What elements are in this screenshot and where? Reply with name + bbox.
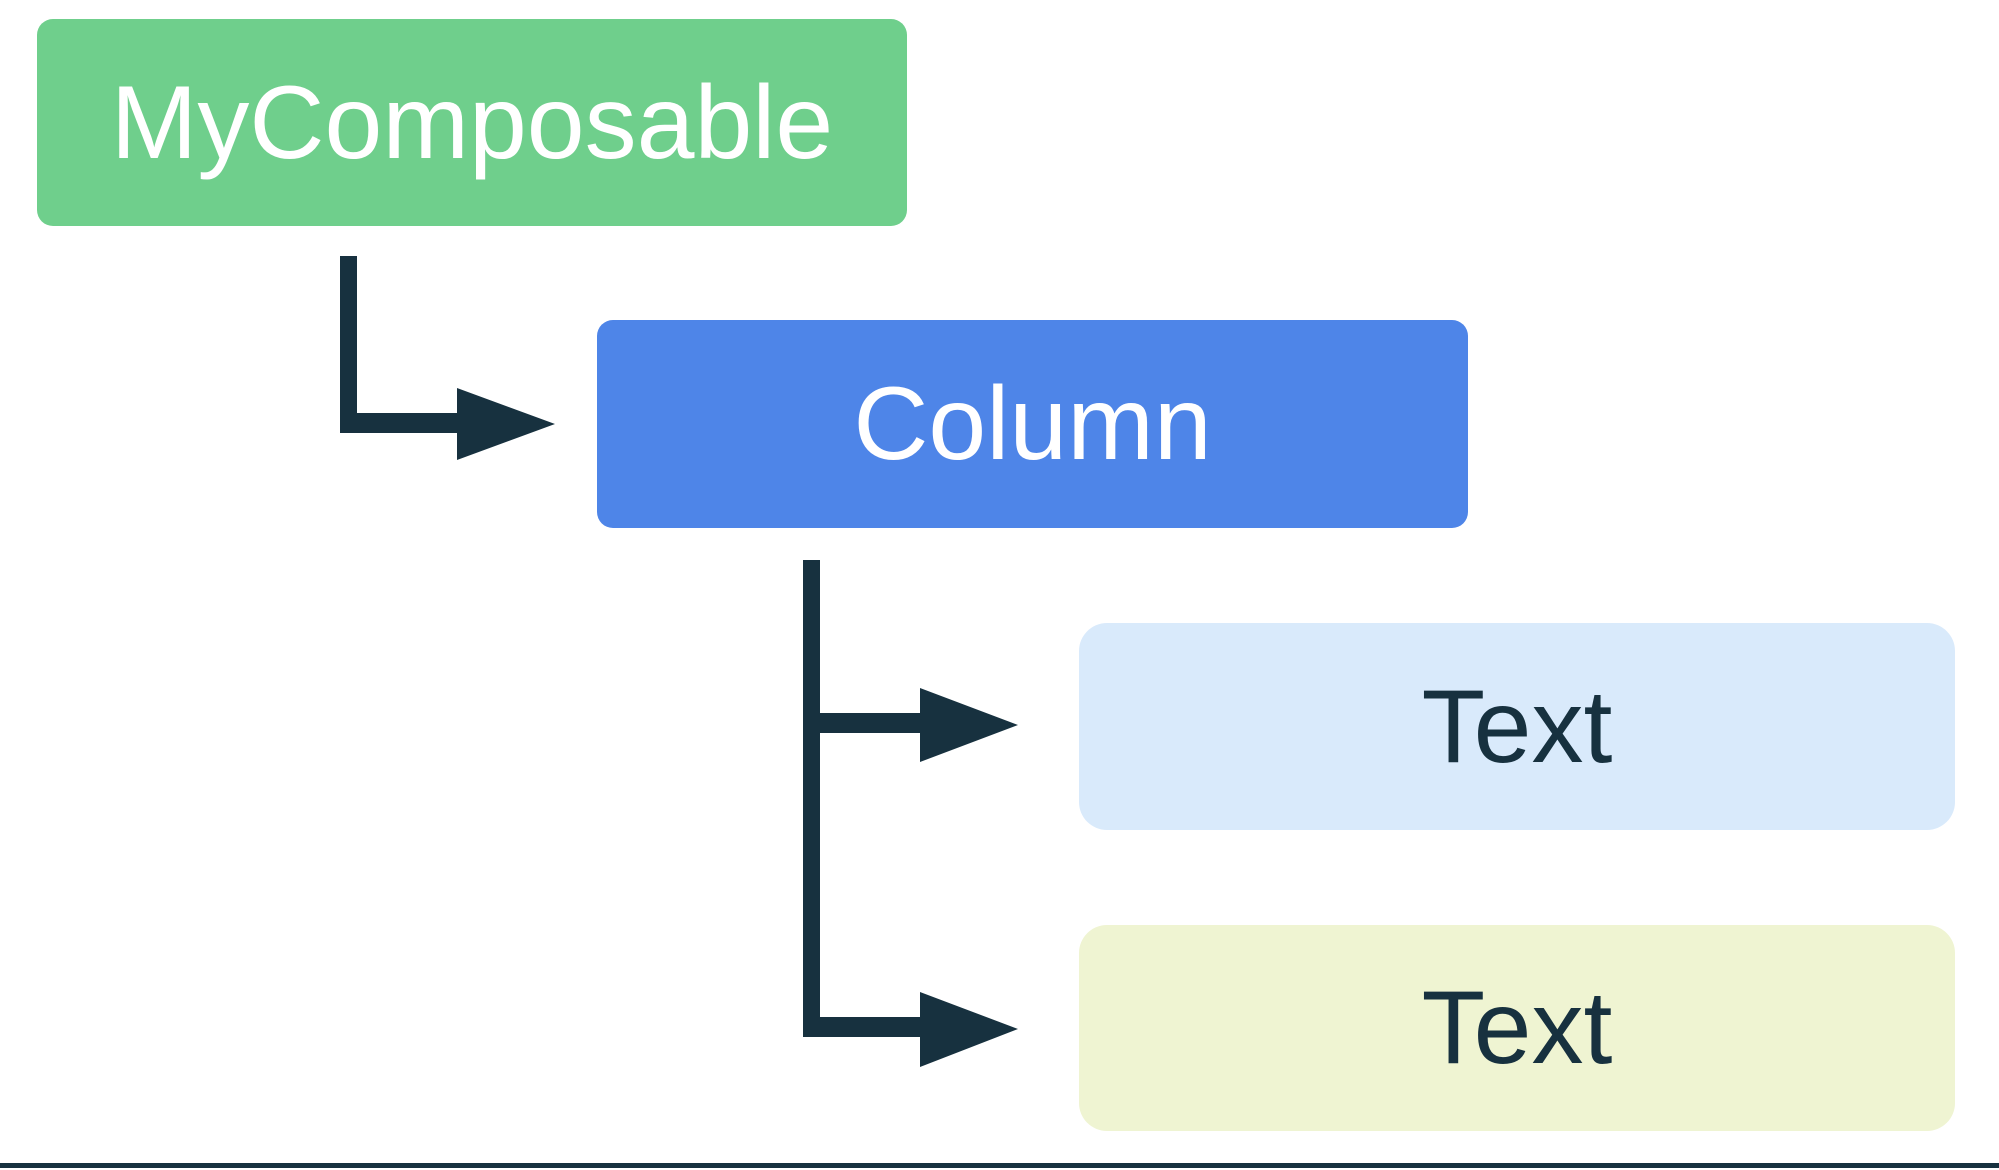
node-text-1-label: Text: [1421, 668, 1613, 785]
node-text-1: Text: [1079, 623, 1955, 830]
node-mycomposable: MyComposable: [37, 19, 907, 226]
node-mycomposable-label: MyComposable: [110, 64, 834, 181]
arrow-column-to-text-2: [803, 992, 1018, 1067]
node-column-label: Column: [853, 366, 1212, 482]
bottom-border-line: [0, 1163, 1999, 1168]
node-text-2: Text: [1079, 925, 1955, 1131]
node-column: Column: [597, 320, 1468, 528]
arrow-column-trunk: [803, 560, 820, 1037]
node-text-2-label: Text: [1421, 970, 1613, 1086]
arrow-column-to-text-1: [803, 688, 1018, 762]
arrow-mycomposable-to-column: [340, 256, 555, 460]
